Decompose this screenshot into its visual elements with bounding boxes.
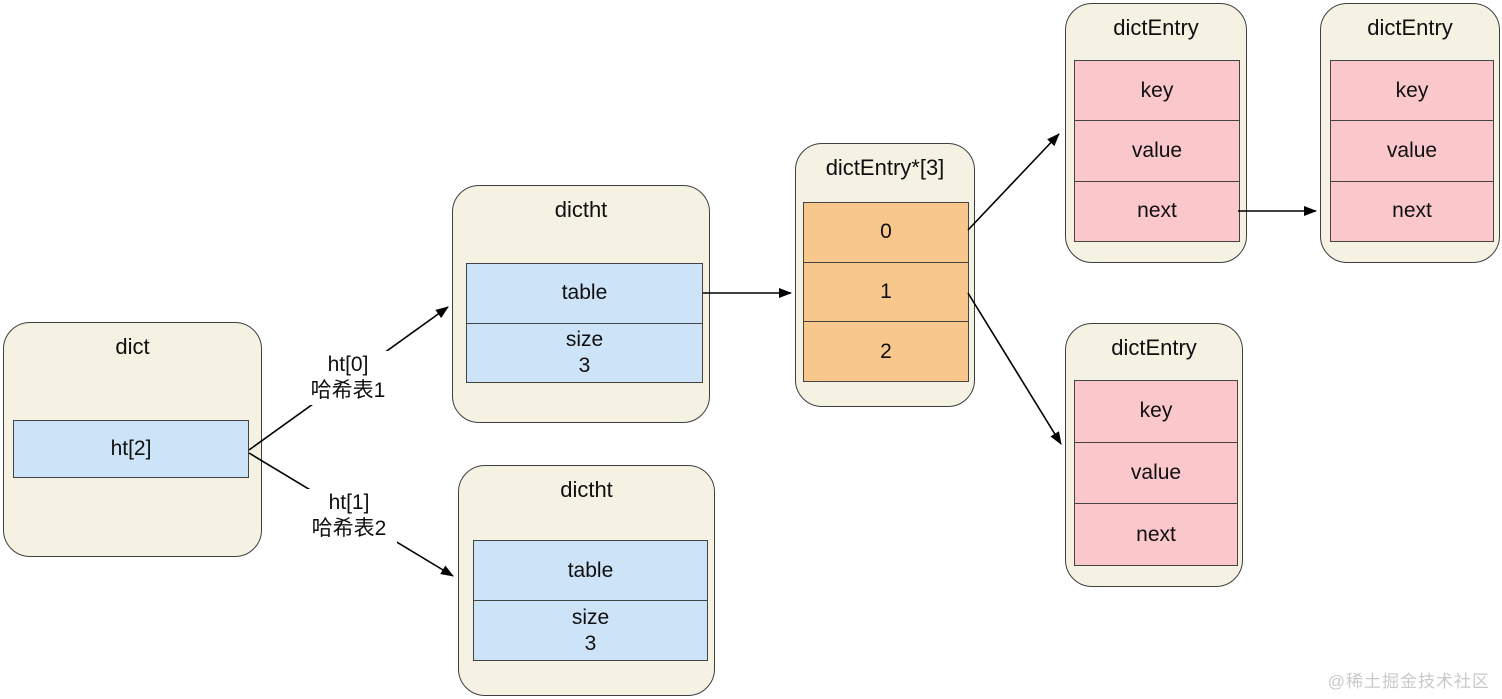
dictentry-table: key value next: [1074, 380, 1238, 566]
dictht-table-top: table size 3: [466, 263, 703, 383]
dictht-table-bottom: table size 3: [473, 540, 708, 661]
dictentry-table: key value next: [1330, 60, 1494, 242]
entry-cell-value: value: [1075, 441, 1237, 504]
dictentry-title: dictEntry: [1367, 15, 1453, 40]
dictht-cell-size: size 3: [474, 600, 707, 660]
dictht-node-top: dictht table size 3: [452, 185, 710, 423]
size-label: size: [571, 605, 610, 629]
arrow-bucket0-to-entry: [967, 133, 1060, 231]
edge-label-ht1-line2: 哈希表2: [311, 517, 387, 540]
bucket-cell-2: 2: [804, 321, 968, 382]
dict-cell-ht2: ht[2]: [13, 420, 249, 478]
entry-cell-next: next: [1331, 180, 1493, 241]
entry-cell-key: key: [1075, 61, 1239, 121]
dict-node-title: dict: [115, 334, 150, 359]
bucket-cell-1: 1: [804, 261, 968, 322]
entry-cell-value: value: [1075, 120, 1239, 181]
dictentry-node-bottom: dictEntry key value next: [1065, 323, 1243, 587]
edge-label-ht0-line2: 哈希表1: [310, 379, 386, 402]
entry-cell-next: next: [1075, 180, 1239, 241]
bucket-array-node: dictEntry*[3] 0 1 2: [795, 143, 975, 407]
dictht-node-bottom: dictht table size 3: [458, 465, 715, 696]
dictentry-node-top-right: dictEntry key value next: [1320, 3, 1500, 263]
size-value: 3: [584, 631, 597, 655]
edge-label-ht0: ht[0] 哈希表1: [301, 351, 395, 405]
entry-cell-value: value: [1331, 120, 1493, 181]
dictentry-node-top-left: dictEntry key value next: [1065, 3, 1247, 263]
edge-label-ht1-line1: ht[1]: [328, 491, 370, 514]
edge-label-ht1: ht[1] 哈希表2: [301, 489, 397, 543]
watermark: @稀土掘金技术社区: [1327, 672, 1490, 691]
dictht-cell-size: size 3: [467, 322, 702, 382]
dict-node: dict ht[2]: [3, 322, 262, 557]
dictentry-title: dictEntry: [1111, 335, 1197, 360]
dictht-node-title: dictht: [554, 197, 608, 222]
bucket-array-table: 0 1 2: [803, 202, 969, 382]
dictht-cell-table: table: [474, 541, 707, 600]
dictentry-title: dictEntry: [1113, 15, 1199, 40]
edge-label-ht0-line1: ht[0]: [327, 353, 369, 376]
bucket-cell-0: 0: [804, 203, 968, 262]
entry-cell-next: next: [1075, 503, 1237, 566]
entry-cell-key: key: [1075, 381, 1237, 442]
dictentry-table: key value next: [1074, 60, 1240, 242]
dictht-cell-table: table: [467, 264, 702, 323]
size-value: 3: [578, 353, 591, 377]
bucket-array-title: dictEntry*[3]: [825, 155, 945, 180]
size-label: size: [565, 327, 604, 351]
dictht-node-title: dictht: [560, 477, 613, 502]
arrow-bucket1-to-entry: [967, 292, 1062, 445]
entry-cell-key: key: [1331, 61, 1493, 121]
